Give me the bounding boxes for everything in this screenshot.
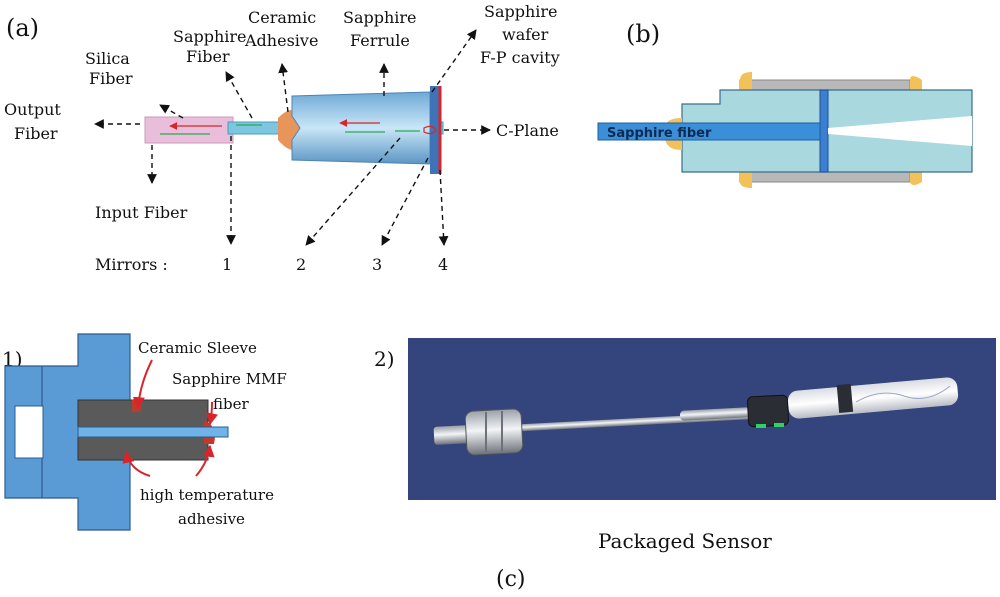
adhesive-top — [132, 397, 142, 412]
ferrule-label-line2: Ferrule — [350, 31, 410, 50]
adhesive-top-left — [740, 72, 752, 90]
silica-fiber-shape — [144, 116, 234, 144]
mirror-number-2: 2 — [296, 255, 306, 274]
ferrule-label-line1: Sapphire — [343, 8, 417, 27]
tube-wire — [855, 385, 951, 403]
adhesive-arrow-left — [122, 450, 151, 477]
silica-label-line2: Fiber — [89, 69, 133, 88]
sapphire-fiber-label: Sapphire fiber — [607, 126, 712, 141]
hex-connector — [464, 408, 524, 456]
sleeve-top — [739, 79, 911, 91]
sapphire-fiber-label-line1: Sapphire — [173, 27, 247, 46]
sapphire-ferrule-shape — [291, 91, 431, 165]
panel-b: (b) Sapphire fiber — [597, 20, 973, 188]
wafer-label-line1: Sapphire — [484, 2, 558, 21]
mirror-2-arrow — [305, 137, 401, 246]
panel-a-tag: (a) — [6, 14, 39, 42]
cone-cavity — [828, 116, 972, 146]
wafer-label-line3: F-P cavity — [480, 48, 560, 67]
ceramic-label-line1: Ceramic — [248, 8, 316, 27]
sapphire-fiber-label-line2: Fiber — [186, 47, 230, 66]
input-fiber-label: Input Fiber — [95, 203, 188, 222]
adhesive-bottom-left — [740, 172, 752, 188]
threaded-end — [433, 425, 473, 445]
panel-a: (a) — [4, 2, 560, 274]
adhesive-top-right — [910, 76, 922, 90]
cavity-mark — [423, 125, 437, 135]
mirror-number-4: 4 — [438, 255, 448, 274]
fiber-arrow — [206, 401, 219, 426]
ceramic-sleeve-label: Ceramic Sleeve — [138, 339, 257, 357]
adhesive-bottom-right — [910, 172, 922, 185]
panel-c1-tag: 1) — [2, 347, 23, 371]
mirror-number-1: 1 — [222, 255, 232, 274]
sapphire-wafer-shape — [430, 86, 439, 174]
sapphire-fiber-arrow — [225, 71, 253, 119]
mirror-4-arrow — [438, 169, 449, 246]
mirror-3-arrow — [381, 157, 429, 246]
panel-c2-tag: 2) — [374, 347, 395, 371]
tube-band — [836, 383, 854, 414]
mirror-number-3: 3 — [372, 255, 382, 274]
wafer-divider — [819, 89, 829, 173]
output-label-line1: Output — [4, 100, 61, 119]
sensor-clamp — [746, 394, 790, 428]
photo-caption: Packaged Sensor — [598, 529, 772, 553]
mirrors-label: Mirrors : — [95, 255, 168, 274]
c-plane-label: C-Plane — [496, 121, 559, 140]
panel-c2: 2) Packaged Sensor — [374, 338, 996, 553]
mount-window — [14, 405, 44, 459]
panel-c-tag: (c) — [496, 567, 526, 592]
ceramic-adhesive-arrow — [278, 63, 289, 113]
sapphire-mmf-shape — [77, 426, 229, 438]
sapphire-mmf-label-line2: fiber — [213, 395, 249, 413]
sleeve-bottom — [739, 171, 911, 183]
panel-c1: 1) Ceramic Sleeve Sapphire MMF fiber hig… — [2, 333, 287, 531]
silica-label-line1: Silica — [85, 49, 130, 68]
mount-body — [4, 333, 131, 531]
ceramic-label-line2: Adhesive — [244, 31, 318, 50]
rod-taper — [679, 407, 751, 421]
panel-b-tag: (b) — [626, 20, 660, 48]
adhesive-label-line1: high temperature — [140, 486, 274, 504]
clamp-green-mark-2 — [774, 423, 784, 427]
clamp-green-mark-1 — [756, 424, 766, 428]
sapphire-wafer-arrow — [431, 29, 477, 93]
silica-fiber-arrow — [159, 104, 184, 119]
white-sensor-tube — [787, 377, 959, 419]
sleeve-arrow — [132, 359, 153, 410]
adhesive-arrow-right — [195, 444, 215, 477]
sapphire-fiber-bar — [597, 122, 821, 141]
output-label-line2: Fiber — [14, 124, 58, 143]
sapphire-mmf-label-line1: Sapphire MMF — [172, 370, 287, 388]
wafer-label-line2: wafer — [502, 25, 549, 44]
adhesive-label-line2: adhesive — [178, 510, 245, 528]
